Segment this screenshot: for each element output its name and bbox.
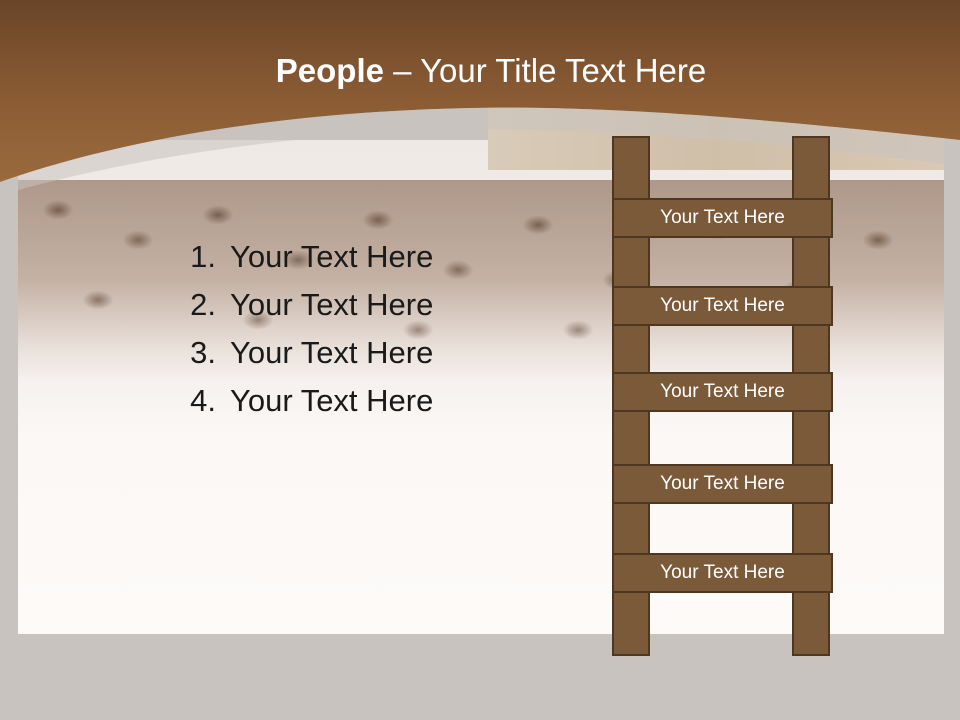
title-rest: – Your Title Text Here [383,52,707,89]
ladder-rung-2: Your Text Here [612,286,833,326]
list-item: 1. Your Text Here [150,233,433,281]
list-item-text: Your Text Here [230,335,434,370]
list-item: 2. Your Text Here [150,281,433,329]
title-bold: People [275,52,384,89]
numbered-list: 1. Your Text Here 2. Your Text Here 3. Your… [150,233,433,425]
list-item-number: 3. [190,335,216,370]
list-item-text: Your Text Here [230,383,434,418]
ladder-rung-1: Your Text Here [612,198,833,238]
slide-title: People – Your Title Text Here [0,52,960,90]
ladder-rung-3: Your Text Here [612,372,833,412]
list-item-number: 1. [190,239,216,274]
list-item: 4. Your Text Here [150,377,433,425]
list-item-text: Your Text Here [230,287,434,322]
header-band [0,0,960,195]
list-item-number: 2. [190,287,216,322]
list-item: 3. Your Text Here [150,329,433,377]
ladder-rung-4: Your Text Here [612,464,833,504]
ladder-rung-5: Your Text Here [612,553,833,593]
list-item-text: Your Text Here [230,239,434,274]
list-item-number: 4. [190,383,216,418]
